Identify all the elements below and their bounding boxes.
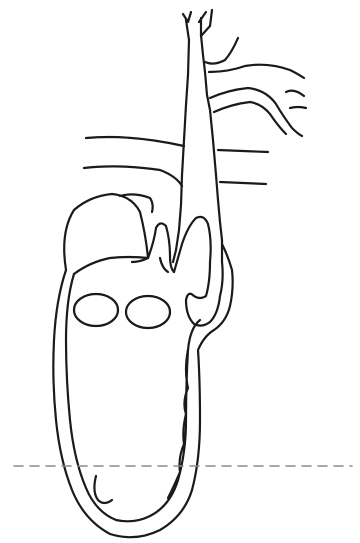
upper-branch <box>205 38 304 78</box>
septum-inner-line <box>132 258 168 272</box>
vessel-line-2 <box>84 166 182 186</box>
aorta-left-wall <box>173 20 189 262</box>
heart-body <box>53 194 232 537</box>
pulmonary-vessels <box>84 137 268 186</box>
aorta-right-wall <box>201 35 222 240</box>
heart-inner-outline <box>66 274 200 521</box>
vessel-group <box>173 10 306 262</box>
vessel-line-1 <box>86 137 184 146</box>
inner-wall-texture <box>94 350 188 503</box>
left-valve-opening <box>74 294 118 326</box>
valve-openings <box>74 294 170 328</box>
septum-top <box>74 223 174 274</box>
right-vessel-tip <box>286 91 306 108</box>
septum-top-right <box>174 217 223 326</box>
right-valve-opening <box>126 296 170 328</box>
right-vessel <box>210 88 302 136</box>
heart-outer-outline <box>53 244 232 537</box>
right-vessel-inner <box>214 102 286 134</box>
vessel-line-3 <box>218 150 268 184</box>
